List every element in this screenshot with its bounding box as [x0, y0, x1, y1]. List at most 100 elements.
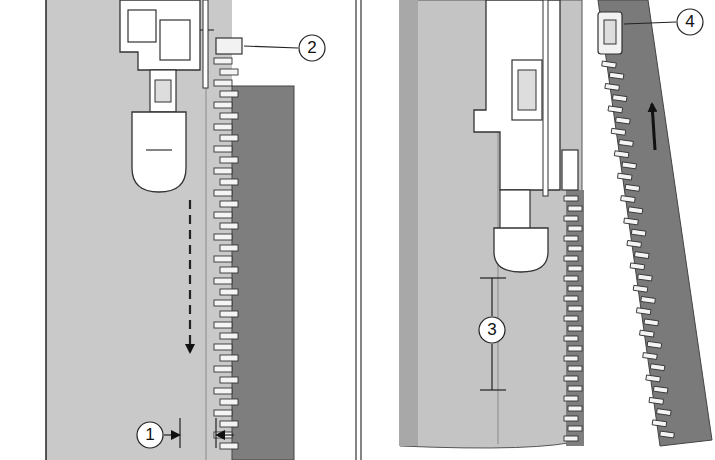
zipper-tooth [564, 256, 578, 261]
callout-number: 1 [137, 422, 163, 448]
zipper-tooth [609, 72, 624, 79]
zipper-tooth [628, 207, 643, 214]
zipper-tooth [568, 246, 582, 251]
zipper-tooth [568, 286, 582, 291]
zipper-tooth [214, 234, 232, 240]
zipper-tooth [644, 319, 659, 326]
zipper-tooth [220, 267, 238, 273]
zipper-tooth [568, 326, 582, 331]
zipper-tooth [220, 223, 238, 229]
zipper-tooth [564, 276, 578, 281]
zipper-tooth [616, 117, 631, 124]
zipper-tooth [214, 388, 232, 394]
zipper-tooth [568, 386, 582, 391]
zipper-tooth [633, 285, 648, 292]
zipper-tooth [214, 146, 232, 152]
zipper-tooth [214, 344, 232, 350]
zipper-tooth [220, 245, 238, 251]
zipper-tooth [617, 173, 632, 180]
zipper-tooth [214, 102, 232, 108]
zipper-tooth [660, 431, 675, 438]
zipper-tooth [220, 399, 238, 405]
zipper-tooth [624, 218, 639, 225]
zipper-tooth [568, 346, 582, 351]
zipper-tooth [631, 229, 646, 236]
zipper-tooth [220, 355, 238, 361]
zipper-tooth [614, 151, 629, 158]
zipper-tooth [638, 274, 653, 281]
zipper-tooth [568, 206, 582, 211]
zipper-tooth [653, 386, 668, 393]
zipper-tooth [220, 377, 238, 383]
zipper-tooth [214, 256, 232, 262]
zipper-tooth [568, 426, 582, 431]
zipper-tooth [564, 236, 578, 241]
zipper-tooth [657, 409, 672, 416]
zipper-tooth [220, 421, 238, 427]
zipper-tooth [220, 201, 238, 207]
zipper-tooth [214, 58, 232, 64]
zipper-tooth [564, 216, 578, 221]
zipper-tooth [214, 278, 232, 284]
callout-number: 4 [677, 9, 703, 35]
zipper-tooth [564, 316, 578, 321]
zipper-tooth [625, 184, 640, 191]
zipper-tooth [611, 128, 626, 135]
zipper-tooth [641, 297, 656, 304]
zipper-tooth [564, 436, 578, 441]
zipper-tooth [214, 300, 232, 306]
zipper-tooth [568, 226, 582, 231]
zipper-tooth [635, 252, 650, 259]
zipper-tooth [612, 95, 627, 102]
zipper-tooth [621, 196, 636, 203]
callout-number: 3 [479, 317, 505, 343]
zipper-tooth [564, 336, 578, 341]
zipper-tooth [564, 196, 578, 201]
zipper-tooth [214, 410, 232, 416]
zipper-tooth [214, 212, 232, 218]
zipper-tooth [649, 397, 664, 404]
zipper-tooth [605, 83, 620, 90]
zipper-tooth [643, 353, 658, 360]
zipper-tooth [619, 140, 634, 147]
zipper-tooth [640, 330, 655, 337]
zipper-tooth [636, 308, 651, 315]
zipper-tooth [220, 443, 238, 449]
zipper-tooth [214, 190, 232, 196]
zipper-tooth [630, 263, 645, 270]
zipper-tooth [647, 341, 662, 348]
zipper-tooth [568, 306, 582, 311]
zipper-tooth [652, 420, 667, 427]
zipper-tooth [220, 157, 238, 163]
zipper-tooth [214, 80, 232, 86]
callout-number: 2 [299, 35, 325, 61]
zipper-tooth [568, 266, 582, 271]
zipper-tooth [608, 106, 623, 113]
zipper-tooth [214, 366, 232, 372]
zipper-tooth [220, 69, 238, 75]
zipper-tooth [220, 311, 238, 317]
zipper-tooth [564, 376, 578, 381]
zipper-tooth [650, 364, 665, 371]
zipper-tooth [214, 168, 232, 174]
zipper-tooth [622, 162, 637, 169]
zipper-tooth [564, 296, 578, 301]
zipper-tooth [602, 61, 617, 68]
zipper-tooth [220, 91, 238, 97]
zipper-tooth [220, 113, 238, 119]
zipper-tooth [564, 356, 578, 361]
zipper-tooth [214, 322, 232, 328]
zipper-tooth [220, 289, 238, 295]
zipper-tooth [564, 396, 578, 401]
zipper-tooth [646, 375, 661, 382]
zipper-tooth [214, 124, 232, 130]
zipper-tooth [220, 333, 238, 339]
zipper-tooth [220, 135, 238, 141]
zipper-tooth [568, 406, 582, 411]
zipper-tooth [564, 416, 578, 421]
zipper-tooth [568, 366, 582, 371]
zipper-tooth [220, 179, 238, 185]
zipper-tooth [627, 240, 642, 247]
